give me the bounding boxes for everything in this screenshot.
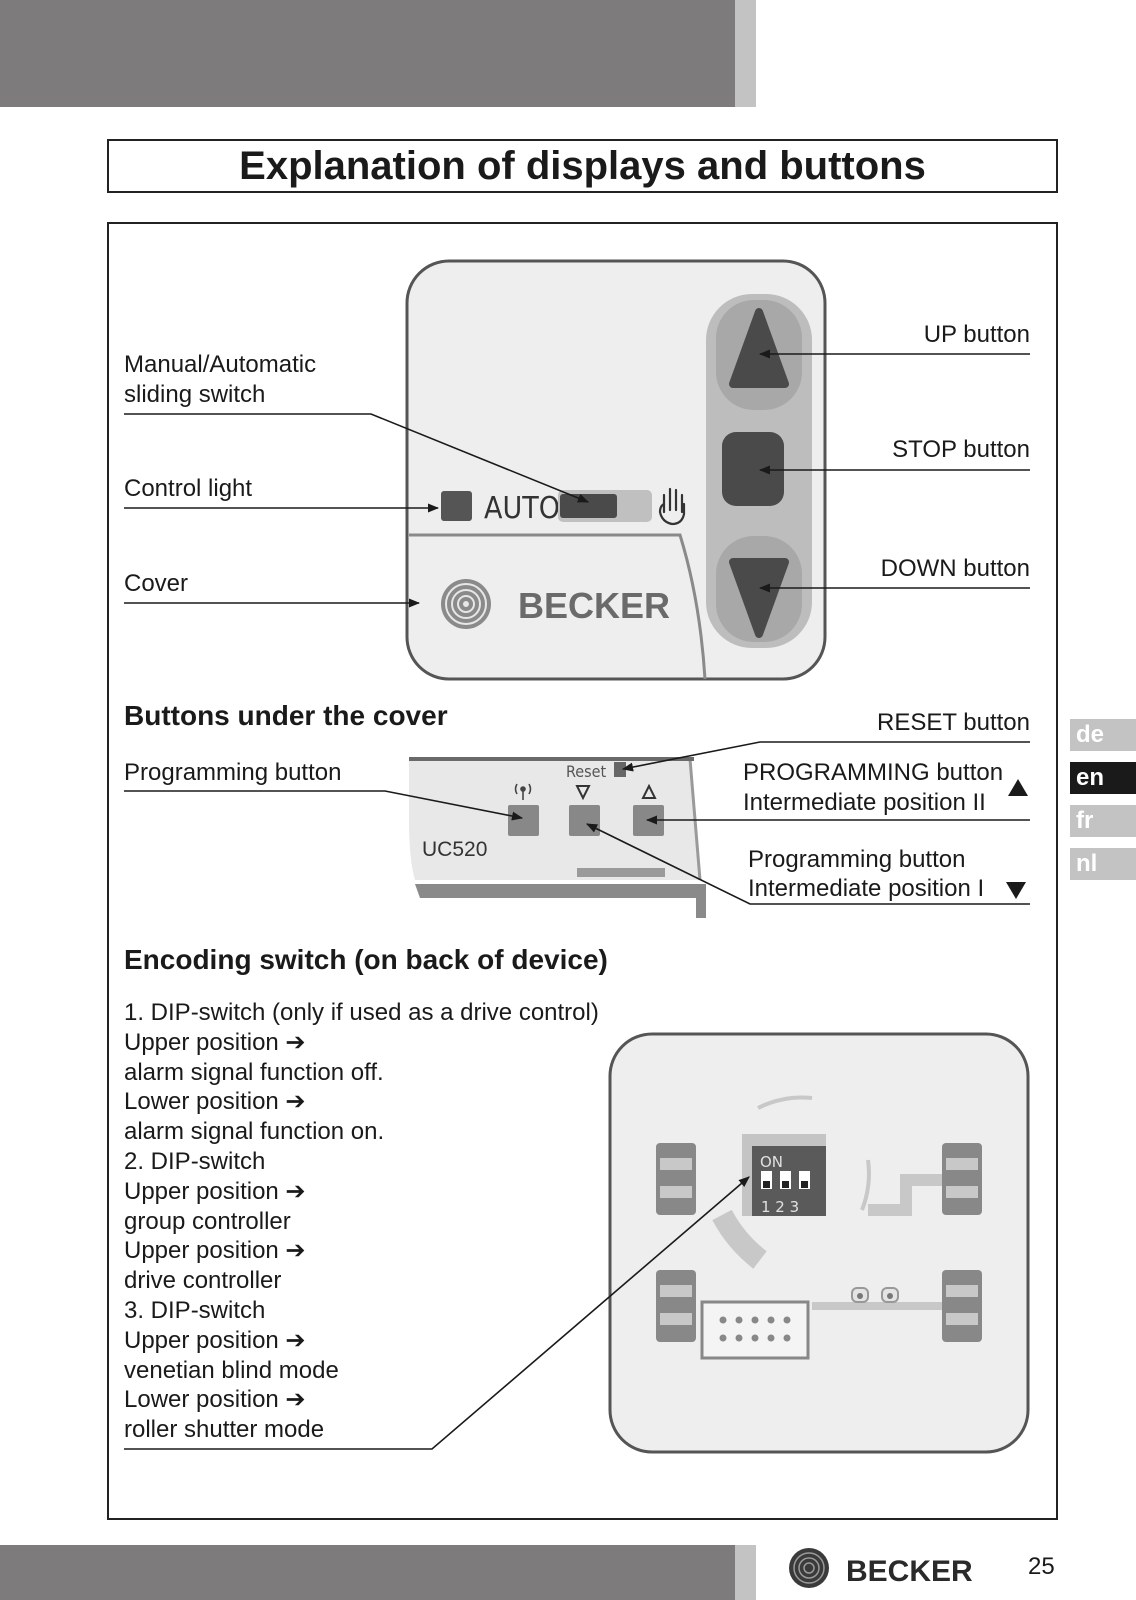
label-manual-auto-2: sliding switch: [124, 381, 266, 408]
encoding-line: alarm signal function on.: [124, 1118, 385, 1146]
label-control-light: Control light: [124, 475, 253, 502]
label-cover: Cover: [124, 570, 189, 597]
label-stop-button: STOP button: [892, 436, 1030, 463]
programming-key[interactable]: [508, 805, 539, 836]
under-cover-panel: Reset UC520: [409, 757, 706, 918]
label-programming-button: Programming button: [124, 759, 342, 786]
encoding-line: alarm signal function off.: [124, 1058, 384, 1086]
encoding-line: 2. DIP-switch: [124, 1147, 266, 1175]
heading-buttons-under-cover: Buttons under the cover: [124, 700, 448, 731]
label-prog-i-1: Programming button: [748, 846, 966, 873]
dip-numbers-label: 1 2 3: [761, 1198, 799, 1216]
encoding-line: Upper position ➔: [124, 1326, 306, 1354]
encoding-line: roller shutter mode: [124, 1416, 325, 1444]
remote-control-illustration: AUTO BECKER: [405, 259, 827, 681]
triangle-up-icon: [641, 783, 657, 799]
page-title: Explanation of displays and buttons: [107, 139, 1058, 193]
encoding-line: group controller: [124, 1207, 291, 1235]
label-manual-auto-1: Manual/Automatic: [124, 351, 317, 378]
encoding-description: 1. DIP-switch (only if used as a drive c…: [124, 998, 599, 1445]
page-number: 25: [1028, 1553, 1055, 1580]
label-prog-i-2: Intermediate position I: [748, 875, 985, 902]
heading-encoding-switch: Encoding switch (on back of device): [124, 944, 608, 975]
stop-button-key[interactable]: [722, 432, 784, 506]
encoding-line: Upper position ➔: [124, 1237, 306, 1265]
lang-tab-fr[interactable]: fr: [1070, 805, 1136, 837]
label-prog-ii-2: Intermediate position II: [743, 789, 986, 816]
up-arrow-icon[interactable]: [729, 308, 789, 388]
footer-brand: BECKER: [846, 1555, 973, 1588]
header-bar: [0, 0, 735, 107]
down-arrow-icon[interactable]: [729, 558, 789, 638]
encoding-line: drive controller: [124, 1267, 282, 1295]
encoding-line: Lower position ➔: [124, 1088, 306, 1116]
becker-logo-icon: [441, 579, 491, 629]
footer-bar-accent: [735, 1545, 756, 1600]
intermediate-i-key[interactable]: [569, 805, 600, 836]
footer-logo-icon: [789, 1548, 829, 1588]
label-down-button: DOWN button: [880, 555, 1030, 582]
footer-bar: [0, 1545, 735, 1600]
control-light: [441, 491, 472, 521]
panel-model-label: UC520: [422, 838, 487, 861]
label-up-button: UP button: [923, 321, 1030, 348]
encoding-line: 1. DIP-switch (only if used as a drive c…: [124, 999, 599, 1026]
lang-tab-de[interactable]: de: [1070, 719, 1136, 751]
connector-block: [700, 1300, 810, 1360]
antenna-icon: [514, 783, 532, 800]
encoding-line: Upper position ➔: [124, 1177, 306, 1205]
auto-label: AUTO: [484, 491, 560, 526]
label-prog-ii-1: PROGRAMMING button: [743, 759, 1004, 786]
header-bar-accent: [735, 0, 756, 107]
up-triangle-icon: [1008, 779, 1028, 796]
label-reset-button: RESET button: [877, 709, 1030, 736]
down-triangle-icon: [1006, 882, 1026, 899]
content-frame: [107, 222, 1058, 1520]
device-brand: BECKER: [518, 585, 670, 626]
panel-reset-label: Reset: [566, 762, 607, 781]
encoding-line: Upper position ➔: [124, 1028, 306, 1056]
dip-on-label: ON: [760, 1153, 783, 1171]
back-of-device-illustration: ON 1 2 3: [608, 1032, 1030, 1454]
hand-icon: [658, 487, 686, 526]
encoding-line: venetian blind mode: [124, 1356, 339, 1384]
encoding-line: Lower position ➔: [124, 1386, 306, 1414]
lang-tab-en[interactable]: en: [1070, 762, 1136, 794]
encoding-line: 3. DIP-switch: [124, 1296, 266, 1324]
lang-tab-nl[interactable]: nl: [1070, 848, 1136, 880]
triangle-down-icon: [575, 785, 591, 801]
